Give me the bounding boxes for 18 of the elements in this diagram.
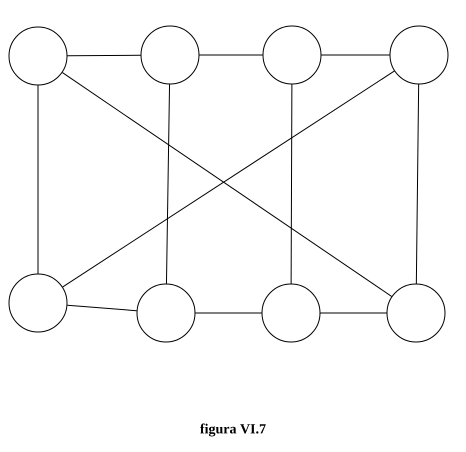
circle-node — [386, 284, 446, 342]
circle-node — [8, 274, 68, 332]
circle-node — [136, 284, 196, 342]
circle-node — [390, 26, 448, 84]
connector-line — [321, 54, 390, 56]
connector-line — [66, 304, 138, 312]
caption: figura VI.7 — [200, 424, 266, 436]
connector-line — [67, 54, 141, 56]
circle-node — [262, 26, 322, 84]
connector-line — [416, 84, 420, 284]
circle-node — [262, 284, 320, 342]
connector-line — [320, 312, 387, 314]
circle-node — [8, 26, 68, 86]
connector-line — [290, 84, 292, 284]
connector-line — [199, 54, 263, 56]
connector-line — [195, 312, 262, 314]
connector-line — [166, 84, 170, 284]
circle-node — [140, 26, 200, 84]
